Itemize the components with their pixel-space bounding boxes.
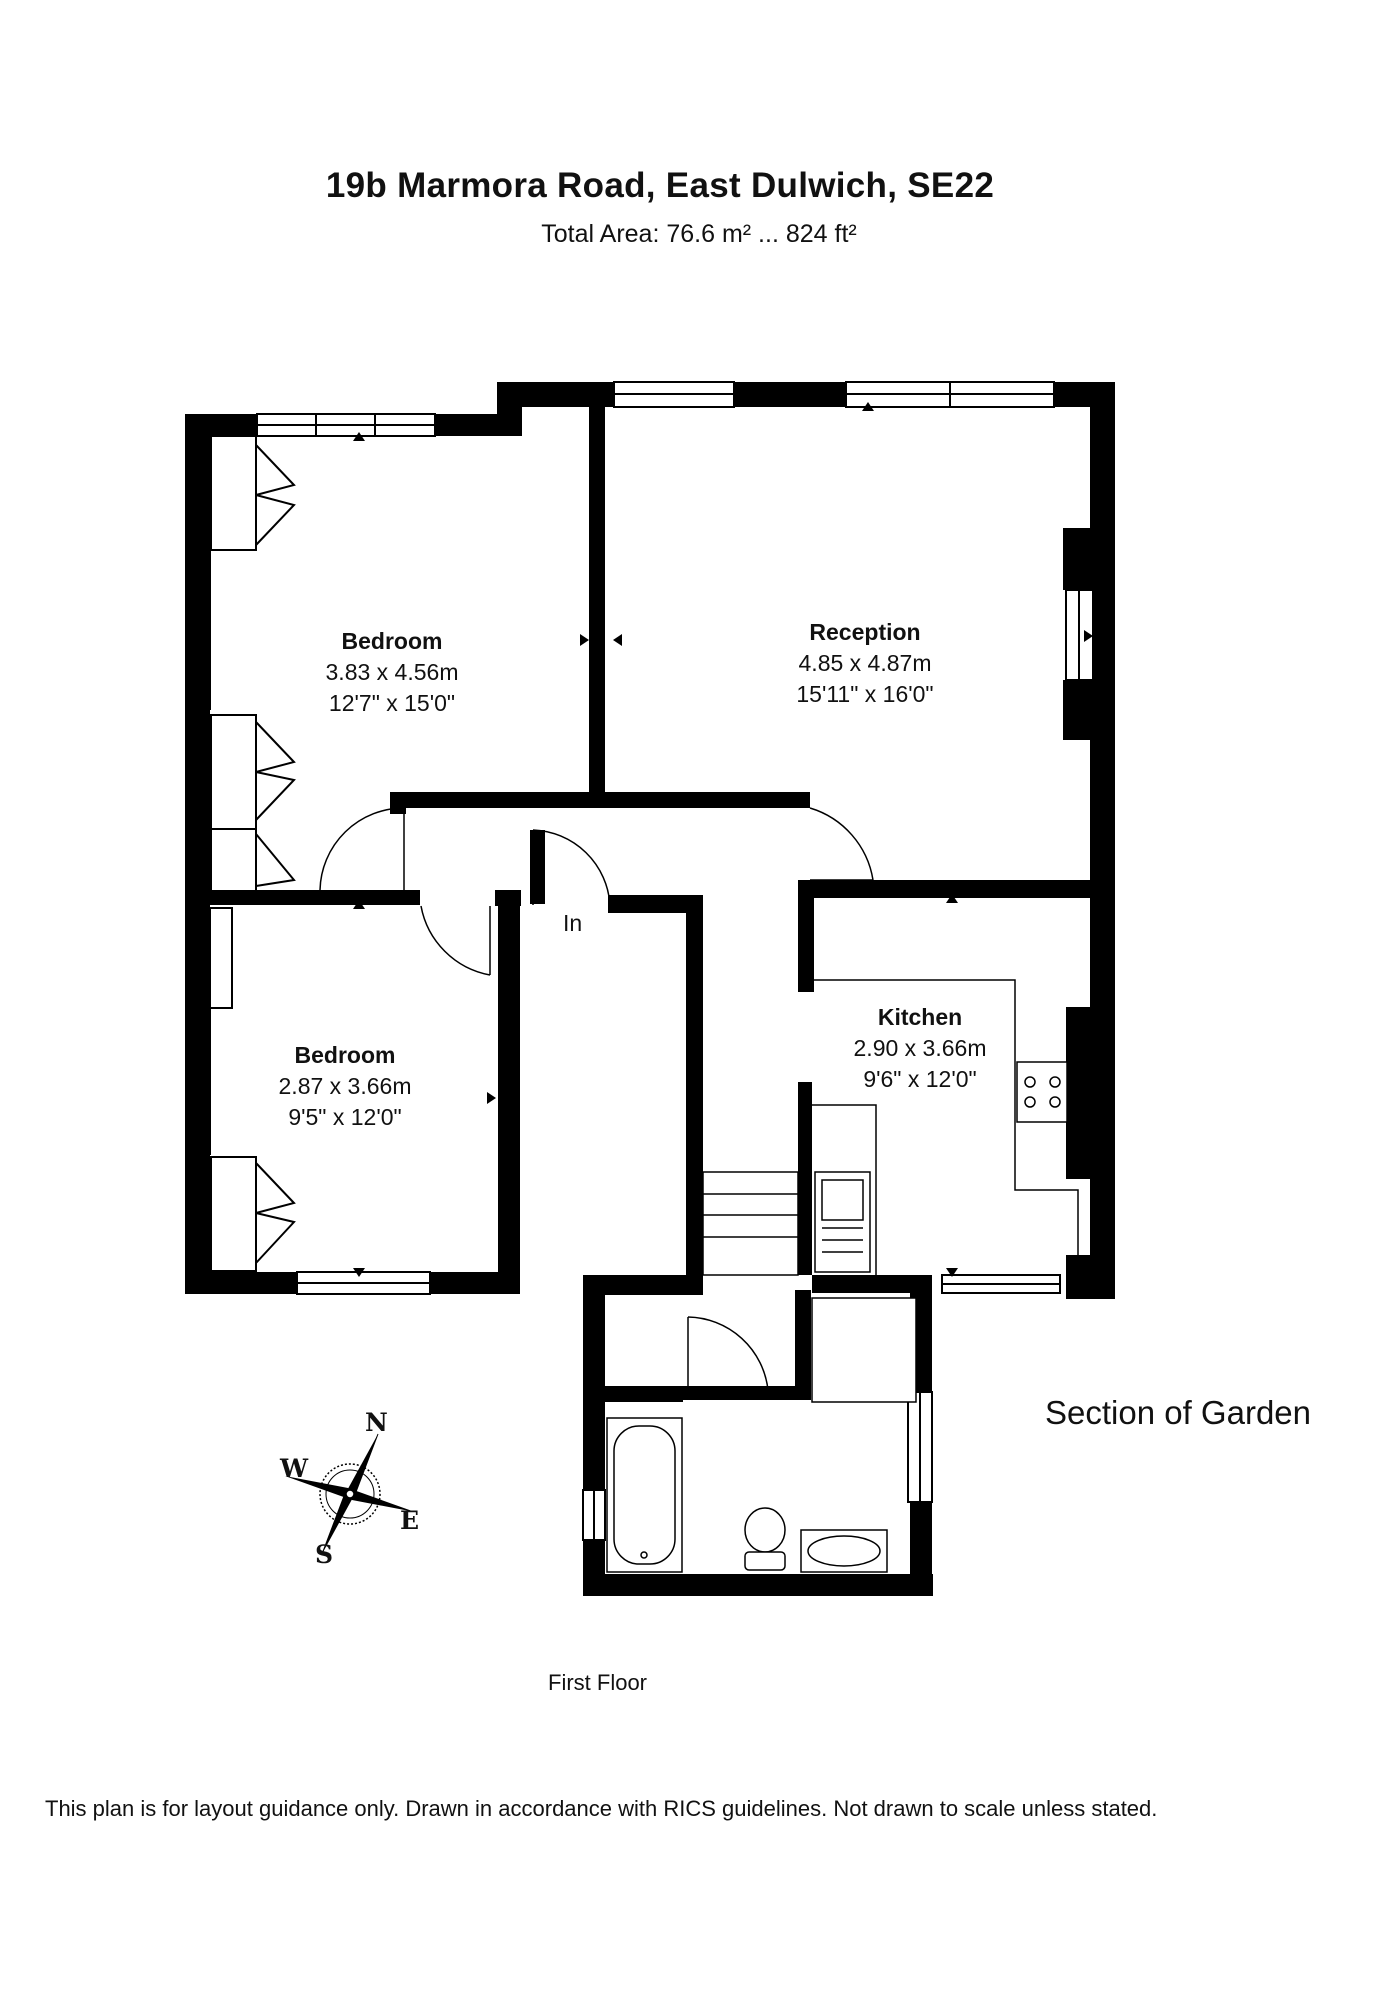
- room-metric: 4.85 x 4.87m: [798, 650, 932, 676]
- room-name: Bedroom: [341, 628, 443, 654]
- walls: [185, 382, 1115, 1596]
- bathroom-fittings: [606, 1297, 917, 1573]
- floor-label: First Floor: [548, 1670, 647, 1695]
- compass-rose: N E S W: [270, 1408, 430, 1574]
- disclaimer: This plan is for layout guidance only. D…: [45, 1796, 1158, 1821]
- stairs: [702, 1171, 799, 1276]
- room-label-reception: Reception 4.85 x 4.87m 15'11" x 16'0": [765, 617, 965, 710]
- compass-icon: [285, 1433, 415, 1555]
- room-metric: 2.90 x 3.66m: [853, 1035, 987, 1061]
- plan-title: 19b Marmora Road, East Dulwich, SE22: [325, 166, 995, 205]
- room-name: Bedroom: [294, 1042, 396, 1068]
- window-markers: [353, 402, 1093, 1277]
- room-name: Kitchen: [877, 1004, 963, 1030]
- compass-west: W: [280, 1454, 309, 1483]
- room-imperial: 9'6" x 12'0": [863, 1066, 977, 1092]
- windows: [209, 381, 1094, 1541]
- compass-east: E: [400, 1506, 420, 1535]
- room-name: Reception: [809, 619, 921, 645]
- room-label-kitchen: Kitchen 2.90 x 3.66m 9'6" x 12'0": [830, 1002, 1010, 1095]
- doors: [319, 807, 874, 1391]
- compass-south: S: [315, 1540, 334, 1569]
- total-area: Total Area: 76.6 m² ... 824 ft²: [541, 220, 857, 248]
- room-imperial: 12'7" x 15'0": [328, 690, 456, 716]
- room-imperial: 15'11" x 16'0": [796, 681, 934, 707]
- compass-north: N: [365, 1408, 388, 1437]
- room-imperial: 9'5" x 12'0": [288, 1104, 402, 1130]
- room-metric: 3.83 x 4.56m: [325, 659, 459, 685]
- room-metric: 2.87 x 3.66m: [278, 1073, 412, 1099]
- garden-label: Section of Garden: [1045, 1394, 1311, 1431]
- kitchen-units: [812, 979, 1079, 1275]
- entrance-label: In: [563, 910, 583, 936]
- room-label-bedroom-1: Bedroom 3.83 x 4.56m 12'7" x 15'0": [297, 626, 487, 719]
- room-label-bedroom-2: Bedroom 2.87 x 3.66m 9'5" x 12'0": [250, 1040, 440, 1133]
- wardrobes: [210, 435, 296, 1272]
